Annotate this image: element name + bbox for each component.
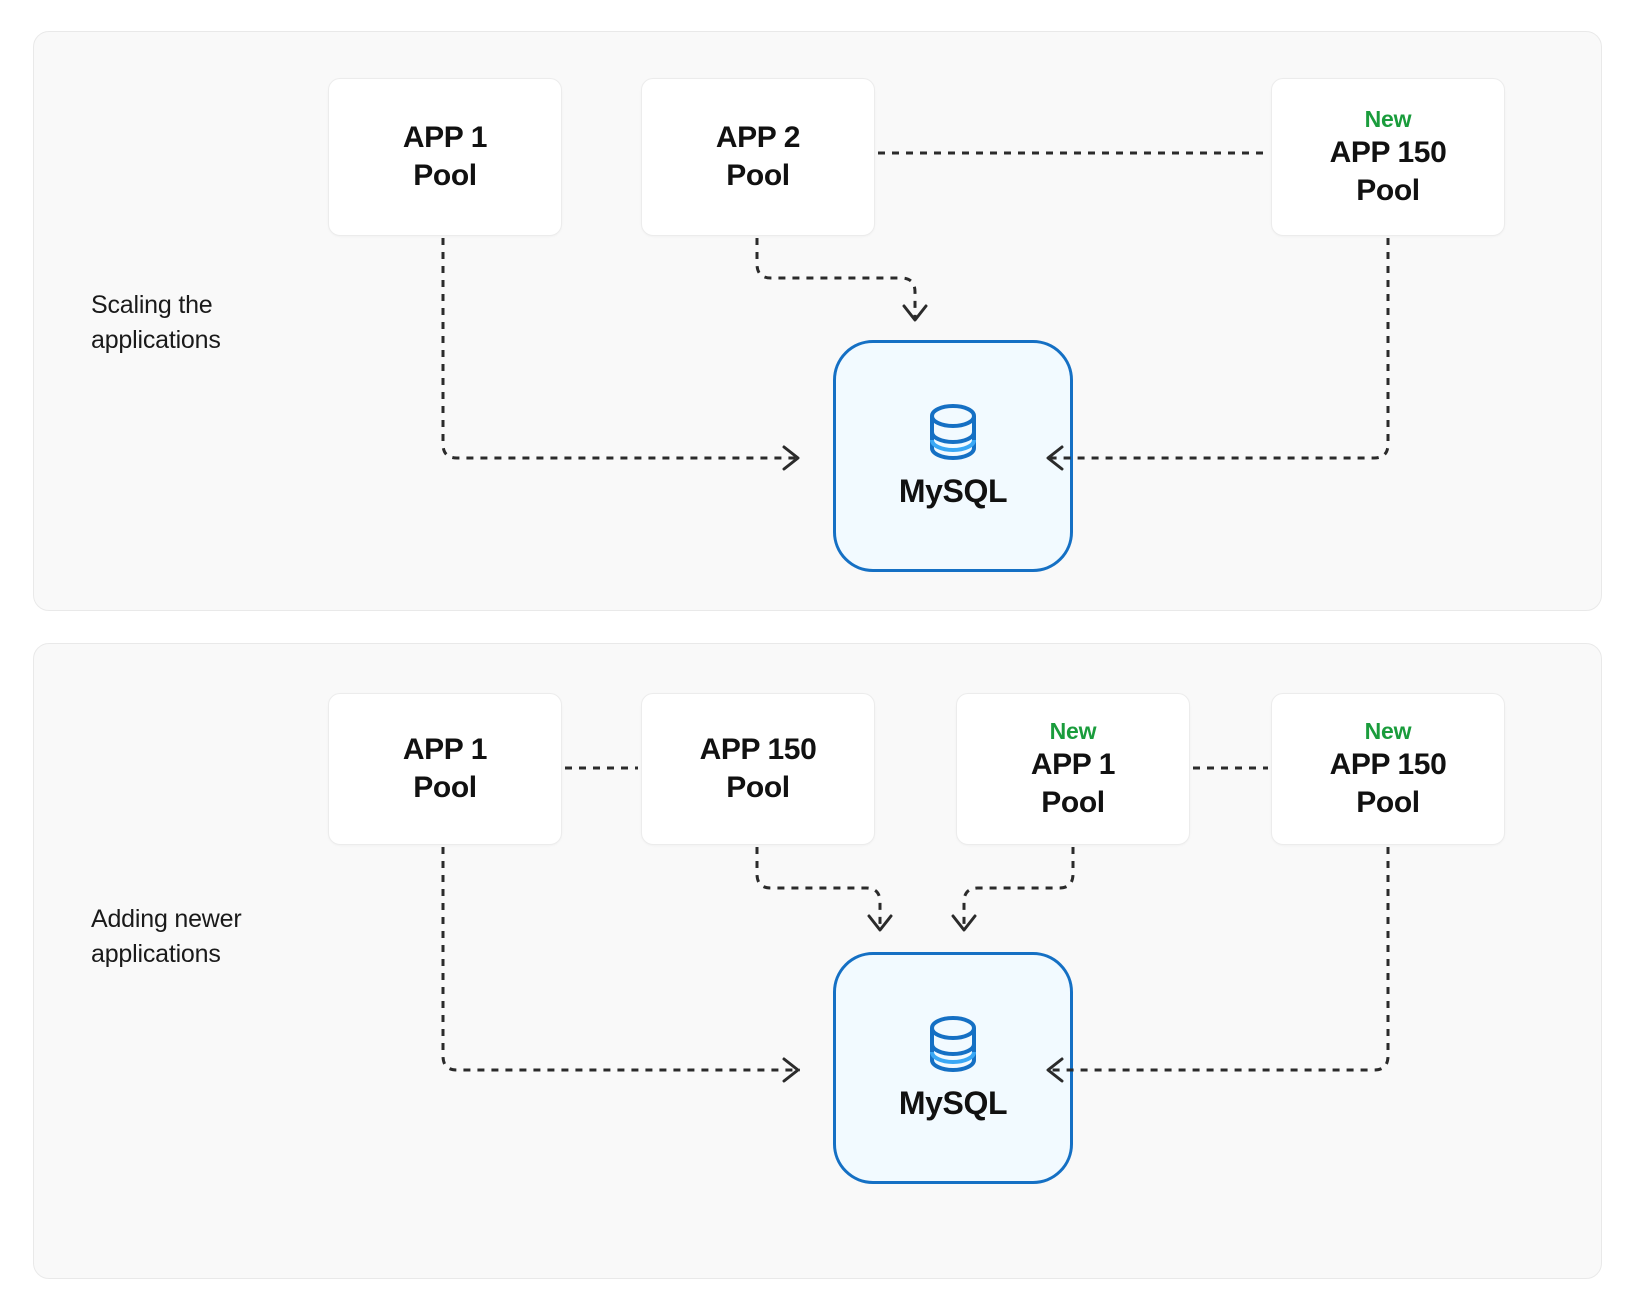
node-subtitle: Pool (726, 159, 790, 192)
node-title: APP 1 (402, 121, 488, 154)
panel-label-adding: Adding newer applications (91, 905, 242, 968)
database-label: MySQL (898, 473, 1008, 509)
node-bot-new-app-1[interactable]: New APP 1 Pool (956, 693, 1190, 845)
new-badge: New (1049, 718, 1097, 744)
node-title: APP 1 (1030, 748, 1116, 781)
node-subtitle: Pool (726, 771, 790, 804)
database-label: MySQL (898, 1085, 1008, 1121)
node-top-app-150[interactable]: New APP 150 Pool (1271, 78, 1505, 236)
node-title: APP 150 (1329, 748, 1447, 781)
node-subtitle: Pool (1356, 786, 1420, 819)
new-badge: New (1364, 718, 1412, 744)
node-title: APP 1 (402, 733, 488, 766)
node-subtitle: Pool (413, 771, 477, 804)
database-icon (927, 1014, 979, 1079)
node-title: APP 150 (699, 733, 817, 766)
node-top-app-1[interactable]: APP 1 Pool (328, 78, 562, 236)
database-icon (927, 402, 979, 467)
node-bot-app-150[interactable]: APP 150 Pool (641, 693, 875, 845)
node-bot-app-1[interactable]: APP 1 Pool (328, 693, 562, 845)
node-subtitle: Pool (1041, 786, 1105, 819)
node-bot-mysql[interactable]: MySQL (833, 952, 1073, 1184)
node-top-app-2[interactable]: APP 2 Pool (641, 78, 875, 236)
node-top-mysql[interactable]: MySQL (833, 340, 1073, 572)
node-bot-new-app-150[interactable]: New APP 150 Pool (1271, 693, 1505, 845)
new-badge: New (1364, 106, 1412, 132)
node-subtitle: Pool (1356, 174, 1420, 207)
node-subtitle: Pool (413, 159, 477, 192)
panel-label-scaling: Scaling the applications (91, 291, 221, 354)
node-title: APP 2 (715, 121, 801, 154)
node-title: APP 150 (1329, 136, 1447, 169)
